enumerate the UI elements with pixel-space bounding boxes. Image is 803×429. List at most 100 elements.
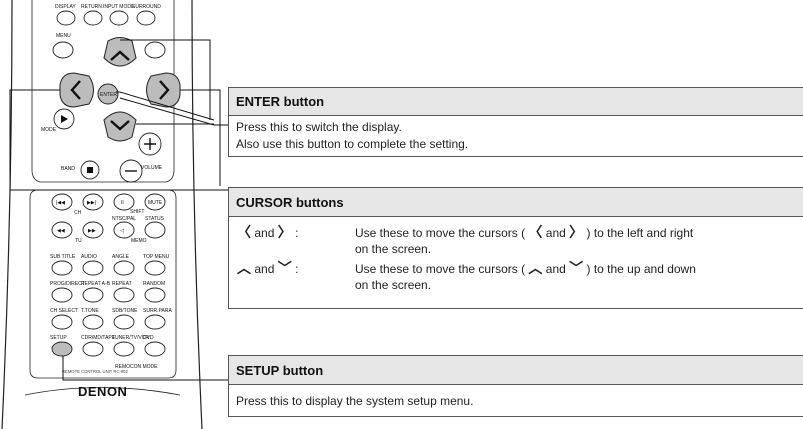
angle-label: ANGLE bbox=[112, 254, 130, 260]
remote-body-outline bbox=[1, 0, 13, 429]
lr-desc-b: and bbox=[545, 226, 566, 240]
ud-desc-c: ) to the up and down bbox=[586, 262, 696, 276]
cursor-up-icon bbox=[110, 50, 130, 61]
cursor-up-leader bbox=[120, 39, 211, 120]
ud-description-line-2: on the screen. bbox=[355, 278, 432, 292]
cursor-left-icon bbox=[70, 80, 81, 100]
fast-forward-button[interactable] bbox=[82, 221, 104, 239]
remote-inner-panel bbox=[31, 0, 175, 183]
mute-label: MUTE bbox=[148, 200, 163, 206]
menu-label: MENU bbox=[56, 33, 71, 39]
left-chevron-icon: 〈 bbox=[528, 224, 543, 240]
cursor-right-leader bbox=[180, 89, 221, 186]
lr-desc-c: ) to the left and right bbox=[586, 226, 694, 240]
random-label: RANDOM bbox=[143, 281, 165, 287]
setup-leader-line bbox=[62, 356, 228, 381]
cursor-buttons-callout: CURSOR buttons 〈 and 〉 : Use these to mo… bbox=[228, 187, 803, 309]
cursor-down-button[interactable] bbox=[103, 111, 137, 142]
enter-line-1: Press this to switch the display. bbox=[236, 120, 402, 134]
top-menu-label: TOP MENU bbox=[143, 254, 170, 260]
plus-icon bbox=[144, 138, 156, 150]
mute-button[interactable] bbox=[144, 193, 166, 211]
ud-key-and: and bbox=[254, 262, 275, 276]
audio-label: AUDIO bbox=[81, 254, 97, 260]
enter-section-body: Press this to switch the display. Also u… bbox=[229, 116, 803, 156]
t-tone-label: T.TONE bbox=[81, 308, 99, 314]
display-button[interactable] bbox=[56, 10, 76, 26]
t-tone-button[interactable] bbox=[82, 314, 104, 330]
memo-label: MEMO bbox=[131, 238, 147, 244]
audio-button[interactable] bbox=[82, 260, 104, 276]
repeat-label: REPEAT bbox=[112, 281, 132, 287]
setup-button[interactable] bbox=[51, 341, 73, 357]
ntsc-pal-label: NTSC/PAL bbox=[112, 216, 136, 222]
input-mode-label: INPUT MODE bbox=[103, 4, 135, 10]
ntsc-pal-icon: ◁ bbox=[120, 228, 124, 234]
prog-direct-button[interactable] bbox=[51, 287, 73, 303]
cursor-right-button[interactable] bbox=[146, 72, 181, 108]
enter-button[interactable] bbox=[97, 83, 119, 105]
left-chevron-icon: 〈 bbox=[237, 224, 251, 240]
surround-label: SURROUND bbox=[132, 4, 161, 10]
cdr-md-tape-button[interactable] bbox=[82, 341, 104, 357]
menu-button[interactable] bbox=[52, 41, 74, 59]
enter-line-2: Also use this button to complete the set… bbox=[236, 137, 469, 151]
cursor-down-icon bbox=[110, 120, 130, 131]
dvd-button[interactable] bbox=[144, 341, 166, 357]
cursor-section-title: CURSOR buttons bbox=[229, 188, 803, 217]
surround-button[interactable] bbox=[136, 10, 156, 26]
prog-direct-label: PROG/DIRECT bbox=[50, 281, 85, 287]
lr-desc-a: Use these to move the cursors ( bbox=[355, 226, 526, 240]
remote-lower-panel bbox=[29, 189, 177, 379]
lr-description-line-2: on the screen. bbox=[355, 242, 432, 256]
sdb-tone-button[interactable] bbox=[113, 314, 135, 330]
ntsc-pal-button[interactable] bbox=[113, 221, 135, 239]
brand-logo: DENON bbox=[78, 384, 127, 399]
random-button[interactable] bbox=[144, 287, 166, 303]
volume-label: VOLUME bbox=[141, 165, 163, 171]
cursor-left-button[interactable] bbox=[59, 72, 94, 108]
return-right-button[interactable] bbox=[144, 41, 166, 59]
enter-leader-line-2 bbox=[119, 97, 228, 126]
left-right-keys: 〈 and 〉 : bbox=[237, 224, 298, 241]
ud-key-colon: : bbox=[295, 262, 299, 276]
repeat-ab-label: REPEAT A-B bbox=[81, 281, 111, 287]
ud-desc-b: and bbox=[545, 262, 566, 276]
enter-button-callout: ENTER button Press this to switch the di… bbox=[228, 87, 803, 157]
sub-title-label: SUB TITLE bbox=[50, 254, 76, 260]
setup-section-title: SETUP button bbox=[229, 356, 803, 385]
input-mode-button[interactable] bbox=[109, 10, 129, 26]
top-menu-button[interactable] bbox=[144, 260, 166, 276]
ch-select-label: CH SELECT bbox=[50, 308, 78, 314]
surr-para-label: SURR.PARA bbox=[143, 308, 172, 314]
skip-back-icon: |◀◀ bbox=[56, 200, 65, 206]
status-label: STATUS bbox=[145, 216, 165, 222]
ch-select-button[interactable] bbox=[51, 314, 73, 330]
setup-section-body: Press this to display the system setup m… bbox=[236, 394, 474, 408]
rewind-button[interactable] bbox=[51, 221, 73, 239]
down-chevron-icon: ﹀ bbox=[277, 260, 292, 276]
tu-label: TU bbox=[75, 238, 82, 244]
return-button[interactable] bbox=[83, 10, 103, 26]
status-button[interactable] bbox=[144, 221, 166, 239]
ud-desc-a: Use these to move the cursors ( bbox=[355, 262, 526, 276]
remote-body-outline-right bbox=[191, 0, 203, 429]
angle-button[interactable] bbox=[113, 260, 135, 276]
repeat-button[interactable] bbox=[113, 287, 135, 303]
enter-leader-line bbox=[116, 91, 215, 121]
shift-label: SHIFT bbox=[130, 209, 144, 215]
repeat-ab-button[interactable] bbox=[82, 287, 104, 303]
ud-description-line-1: Use these to move the cursors ( ︿ and ﹀ … bbox=[355, 260, 696, 277]
fast-forward-icon: ▶▶ bbox=[88, 228, 96, 234]
pause-button[interactable] bbox=[113, 193, 135, 211]
surr-para-button[interactable] bbox=[144, 314, 166, 330]
skip-forward-button[interactable] bbox=[82, 193, 104, 211]
skip-back-button[interactable] bbox=[51, 193, 73, 211]
sub-title-button[interactable] bbox=[51, 260, 73, 276]
remote-model-label: REMOTE CONTROL UNIT RC-902 bbox=[62, 369, 129, 374]
display-label: DISPLAY bbox=[55, 4, 76, 10]
dvd-label: DVD bbox=[143, 335, 154, 341]
tuner-tv-vcr-button[interactable] bbox=[113, 341, 135, 357]
mode-label: MODE bbox=[41, 127, 57, 133]
